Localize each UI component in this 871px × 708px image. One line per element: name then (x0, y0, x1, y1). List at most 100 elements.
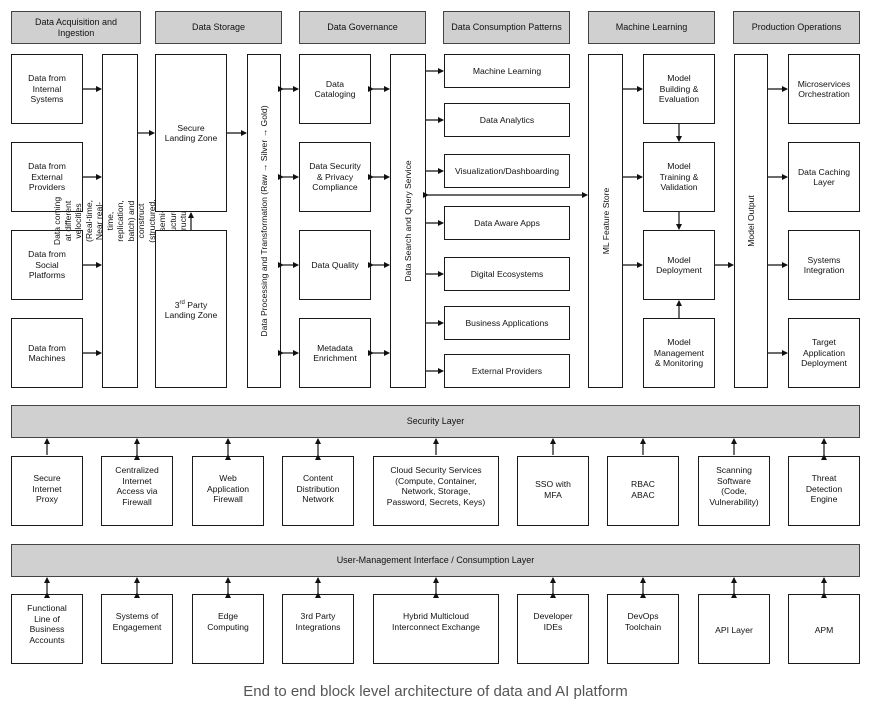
consumption-external-providers-label: External Providers (471, 365, 543, 376)
header-data-governance-label: Data Governance (327, 22, 398, 32)
data-caching-layer: Data Caching Layer (788, 142, 860, 212)
microservices-orchestration: Microservices Orchestration (788, 54, 860, 124)
content-distribution-network-label: Content Distribution Network (296, 473, 340, 504)
header-data-consumption-label: Data Consumption Patterns (451, 22, 562, 32)
consumption-digital-ecosystems: Digital Ecosystems (444, 257, 570, 291)
secure-internet-proxy-label: Secure Internet Proxy (32, 473, 62, 504)
model-output: Model Output (734, 54, 768, 388)
cloud-security-services-label: Cloud Security Services (Compute, Contai… (386, 465, 486, 507)
consumption-machine-learning: Machine Learning (444, 54, 570, 88)
header-data-storage-label: Data Storage (191, 22, 246, 32)
source-machines: Data from Machines (11, 318, 83, 388)
content-distribution-network: Content Distribution Network (282, 456, 354, 526)
model-building-evaluation-label: Model Building & Evaluation (658, 73, 700, 105)
apm: APM (788, 594, 860, 664)
api-layer-label: API Layer (715, 625, 753, 635)
consumption-business-applications: Business Applications (444, 306, 570, 340)
threat-detection-engine: Threat Detection Engine (788, 456, 860, 526)
consumption-digital-ecosystems-label: Digital Ecosystems (470, 268, 544, 279)
source-internal-systems: Data from Internal Systems (11, 54, 83, 124)
secure-landing-zone-label: Secure Landing Zone (164, 122, 218, 144)
data-quality-label: Data Quality (311, 259, 359, 270)
systems-integration: Systems Integration (788, 230, 860, 300)
data-search-query-service: Data Search and Query Service (390, 54, 426, 388)
functional-lob-accounts: Functional Line of Business Accounts (11, 594, 83, 664)
consumption-business-applications-label: Business Applications (465, 317, 549, 328)
user-management-band: User-Management Interface / Consumption … (11, 544, 860, 577)
source-external-providers-label: Data from External Providers (28, 161, 66, 193)
third-party-integrations-label: 3rd Party Integrations (295, 611, 341, 632)
model-deployment-label: Model Deployment (656, 254, 702, 276)
consumption-external-providers: External Providers (444, 354, 570, 388)
hybrid-multicloud-interconnect-label: Hybrid Multicloud Interconnect Exchange (392, 611, 480, 632)
edge-computing-label: Edge Computing (207, 611, 249, 632)
consumption-visualization-label: Visualization/Dashboarding (455, 165, 559, 176)
centralized-internet-access: Centralized Internet Access via Firewall (101, 456, 173, 526)
centralized-internet-access-label: Centralized Internet Access via Firewall (115, 465, 159, 507)
header-data-acquisition: Data Acquisition and Ingestion (11, 11, 141, 44)
header-data-governance: Data Governance (299, 11, 426, 44)
header-production-operations-label: Production Operations (751, 22, 842, 32)
model-training-validation-label: Model Training & Validation (659, 161, 699, 193)
consumption-visualization: Visualization/Dashboarding (444, 154, 570, 188)
data-processing-box: Data Processing and Transformation (Raw … (247, 54, 281, 388)
hybrid-multicloud-interconnect: Hybrid Multicloud Interconnect Exchange (373, 594, 499, 664)
source-external-providers: Data from External Providers (11, 142, 83, 212)
header-machine-learning: Machine Learning (588, 11, 715, 44)
scanning-software: Scanning Software (Code, Vulnerability) (698, 456, 770, 526)
third-party-landing-zone-label: 3rd Party Landing Zone (164, 299, 218, 320)
web-application-firewall: Web Application Firewall (192, 456, 264, 526)
sso-with-mfa: SSO with MFA (517, 456, 589, 526)
threat-detection-engine-label: Threat Detection Engine (805, 473, 843, 504)
systems-integration-label: Systems Integration (803, 254, 845, 276)
header-machine-learning-label: Machine Learning (615, 22, 688, 32)
metadata-enrichment-label: Metadata Enrichment (313, 342, 357, 364)
microservices-orchestration-label: Microservices Orchestration (797, 78, 851, 100)
source-social-platforms: Data from Social Platforms (11, 230, 83, 300)
user-management-label: User-Management Interface / Consumption … (336, 555, 535, 566)
rbac-abac: RBAC ABAC (607, 456, 679, 526)
source-machines-label: Data from Machines (28, 342, 66, 364)
ml-feature-store: ML Feature Store (588, 54, 623, 388)
header-production-operations: Production Operations (733, 11, 860, 44)
security-layer-label: Security Layer (406, 416, 465, 427)
diagram-caption: End to end block level architecture of d… (243, 683, 628, 700)
target-application-deployment-label: Target Application Deployment (801, 337, 847, 369)
velocity-ingestion-box: Data coming at different velocities (Rea… (52, 54, 188, 388)
edge-computing: Edge Computing (192, 594, 264, 664)
rbac-abac-label: RBAC ABAC (631, 479, 655, 500)
data-quality: Data Quality (299, 230, 371, 300)
scanning-software-label: Scanning Software (Code, Vulnerability) (709, 465, 759, 507)
model-deployment: Model Deployment (643, 230, 715, 300)
model-training-validation: Model Training & Validation (643, 142, 715, 212)
header-data-storage: Data Storage (155, 11, 282, 44)
source-social-platforms-label: Data from Social Platforms (28, 249, 66, 281)
header-data-consumption: Data Consumption Patterns (443, 11, 570, 44)
sso-with-mfa-label: SSO with MFA (535, 479, 571, 500)
target-application-deployment: Target Application Deployment (788, 318, 860, 388)
apm-label: APM (814, 625, 834, 635)
consumption-data-aware-apps-label: Data Aware Apps (474, 217, 540, 228)
third-party-integrations: 3rd Party Integrations (282, 594, 354, 664)
consumption-data-analytics-label: Data Analytics (479, 114, 535, 125)
data-caching-layer-label: Data Caching Layer (797, 166, 851, 188)
third-party-landing-zone: 3rd Party Landing Zone (155, 230, 227, 388)
model-building-evaluation: Model Building & Evaluation (643, 54, 715, 124)
devops-toolchain-label: DevOps Toolchain (624, 611, 662, 632)
security-layer-band: Security Layer (11, 405, 860, 438)
consumption-data-aware-apps: Data Aware Apps (444, 206, 570, 240)
data-security-privacy-label: Data Security & Privacy Compliance (309, 161, 361, 193)
consumption-machine-learning-label: Machine Learning (472, 65, 542, 76)
cloud-security-services: Cloud Security Services (Compute, Contai… (373, 456, 499, 526)
web-application-firewall-label: Web Application Firewall (206, 473, 250, 504)
metadata-enrichment: Metadata Enrichment (299, 318, 371, 388)
data-security-privacy: Data Security & Privacy Compliance (299, 142, 371, 212)
data-cataloging-label: Data Cataloging (314, 78, 356, 100)
model-management-monitoring-label: Model Management & Monitoring (653, 337, 705, 369)
consumption-data-analytics: Data Analytics (444, 103, 570, 137)
functional-lob-accounts-label: Functional Line of Business Accounts (27, 603, 67, 645)
secure-landing-zone: Secure Landing Zone (155, 54, 227, 212)
model-management-monitoring: Model Management & Monitoring (643, 318, 715, 388)
secure-internet-proxy: Secure Internet Proxy (11, 456, 83, 526)
